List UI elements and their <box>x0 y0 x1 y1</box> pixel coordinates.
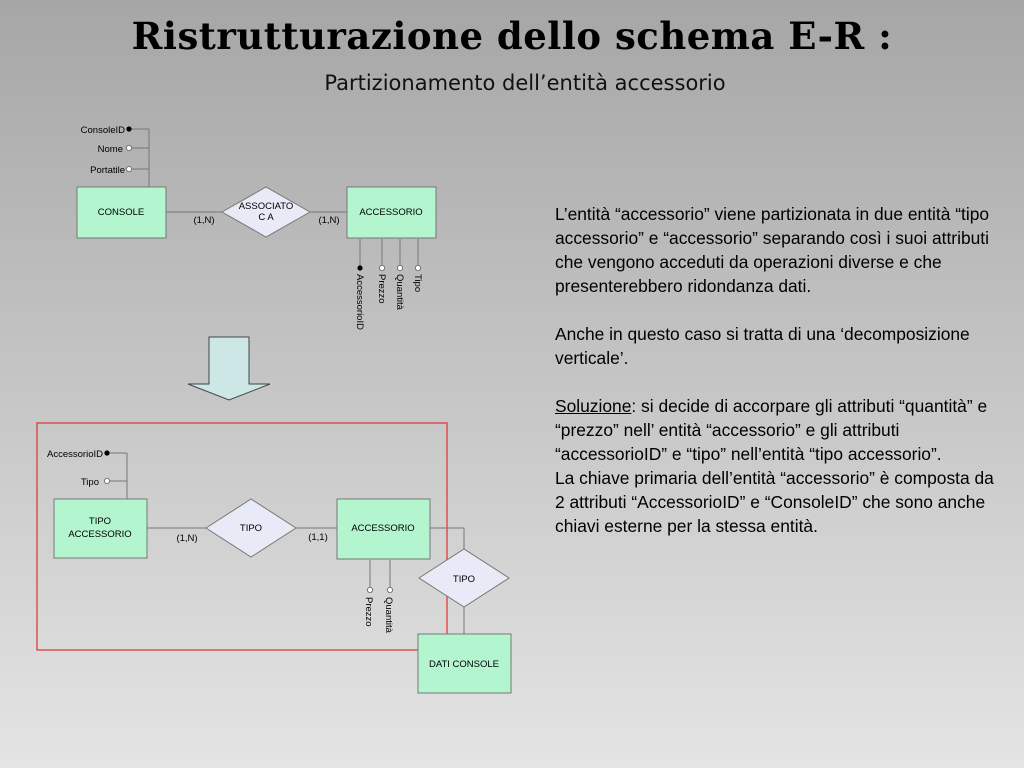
attribute-circle <box>414 264 422 272</box>
attr-tipo: Tipo <box>81 477 99 488</box>
entity-accessorio-label: ACCESSORIO <box>359 207 422 218</box>
entity-dati-console[interactable] <box>417 633 512 694</box>
attribute-circle <box>125 144 133 152</box>
cardinality-right: (1,N) <box>318 215 339 226</box>
entity-console[interactable] <box>76 186 167 239</box>
relation-associato[interactable] <box>220 186 312 238</box>
entity-tipo-accessorio-line1: TIPO <box>89 516 111 527</box>
highlight-frame <box>36 422 448 651</box>
entity-console-label: CONSOLE <box>98 207 144 218</box>
attribute-circle <box>378 264 386 272</box>
paragraph-primary-key: La chiave primaria dell’entità “accessor… <box>555 468 994 536</box>
paragraph-gap <box>555 370 997 394</box>
attr-prezzo: Prezzo <box>376 274 387 304</box>
paragraph-gap <box>555 298 997 322</box>
relation-tipo[interactable] <box>205 498 297 558</box>
slide-subtitle: Partizionamento dell’entità accessorio <box>324 71 726 95</box>
relation-tipo-console[interactable] <box>418 548 510 608</box>
entity-accessorio[interactable] <box>346 186 437 239</box>
solution-label: Soluzione <box>555 396 632 416</box>
entity-tipo-accessorio-line2: ACCESSORIO <box>68 529 131 540</box>
explanation-text: L’entità “accessorio” viene partizionata… <box>555 202 997 538</box>
entity-tipo-accessorio[interactable] <box>53 498 148 559</box>
cardinality-right: (1,1) <box>308 532 328 543</box>
attr-prezzo: Prezzo <box>363 597 374 627</box>
relation-tipo-label: TIPO <box>240 523 262 534</box>
slide-title: Ristrutturazione dello schema E-R : <box>131 14 893 58</box>
key-attribute-dot <box>104 450 110 456</box>
bottom-diagram <box>107 452 465 634</box>
attr-tipo: Tipo <box>412 274 423 292</box>
entity-accessorio-bottom-label: ACCESSORIO <box>351 523 414 534</box>
paragraph-solution: Soluzione: si decide di accorpare gli at… <box>555 394 997 466</box>
solution-text: : si decide di accorpare gli attributi “… <box>555 396 988 464</box>
top-diagram <box>127 128 419 268</box>
attr-quantita: Quantità <box>394 274 405 311</box>
cardinality-left: (1,N) <box>176 533 197 544</box>
relation-tipo-console-label: TIPO <box>453 574 475 585</box>
attr-portatile: Portatile <box>90 165 125 176</box>
attribute-circle <box>386 586 394 594</box>
entity-accessorio-bottom[interactable] <box>336 498 431 560</box>
attribute-circle <box>125 165 133 173</box>
attr-accessorioid: AccessorioID <box>354 274 365 330</box>
attr-accessorioid: AccessorioID <box>47 449 103 460</box>
attribute-circle <box>396 264 404 272</box>
relation-associato-line1: ASSOCIATO <box>239 201 294 212</box>
paragraph-vertical: Anche in questo caso si tratta di una ‘d… <box>555 324 970 368</box>
attr-nome: Nome <box>98 144 123 155</box>
attr-consoleid: ConsoleID <box>81 125 125 136</box>
attribute-circle <box>366 586 374 594</box>
down-arrow-icon <box>187 336 271 401</box>
cardinality-left: (1,N) <box>193 215 214 226</box>
paragraph-partition: L’entità “accessorio” viene partizionata… <box>555 204 990 296</box>
key-attribute-dot <box>357 265 363 271</box>
entity-dati-console-label: DATI CONSOLE <box>429 659 499 670</box>
attribute-circle <box>103 477 111 485</box>
attr-quantita: Quantità <box>383 597 394 634</box>
key-attribute-dot <box>126 126 132 132</box>
relation-associato-line2: C A <box>258 212 274 223</box>
